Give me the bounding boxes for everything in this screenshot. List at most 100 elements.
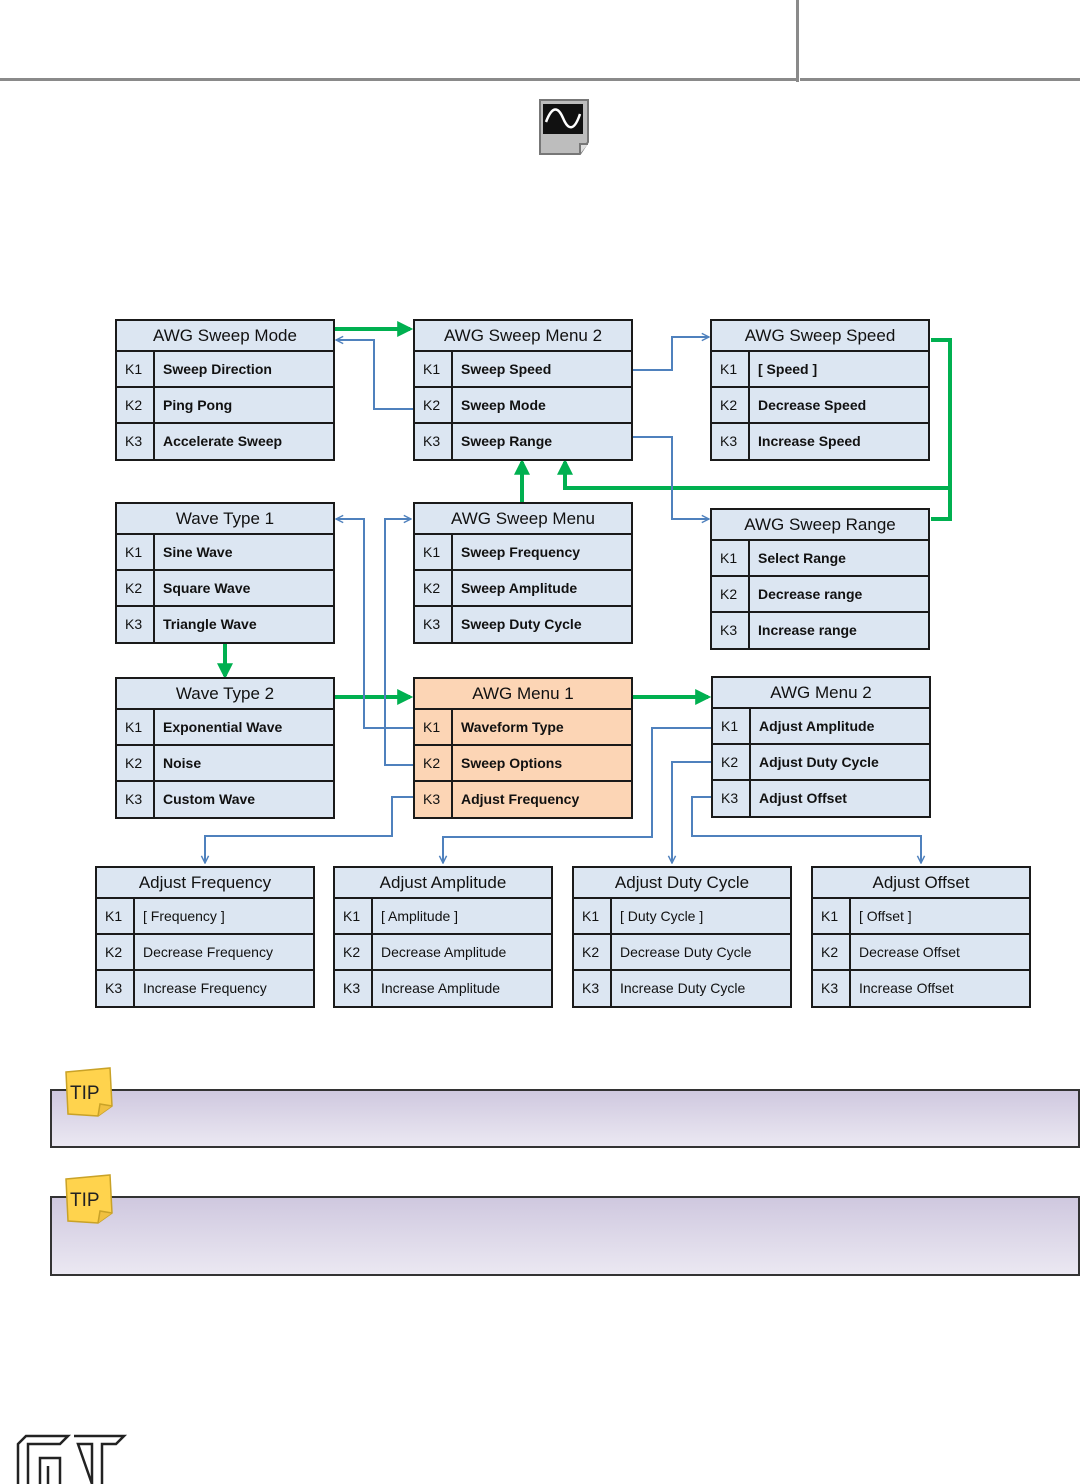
header-rule-right bbox=[800, 78, 1080, 81]
key-function: Increase Amplitude bbox=[381, 980, 501, 996]
key-row: K1 Exponential Wave bbox=[117, 710, 333, 746]
key-function: Sweep Options bbox=[461, 755, 563, 771]
key-function: [ Speed ] bbox=[758, 361, 818, 377]
menu-title: AWG Sweep Range bbox=[712, 510, 928, 541]
key-label: K3 bbox=[712, 613, 750, 649]
key-label: K3 bbox=[335, 971, 373, 1007]
key-function: Increase Speed bbox=[758, 433, 861, 449]
menu-title: AWG Sweep Menu bbox=[415, 504, 631, 535]
menu-title: AWG Sweep Mode bbox=[117, 321, 333, 352]
key-function: Increase range bbox=[758, 622, 857, 638]
tip-text: TIP bbox=[70, 1083, 100, 1104]
key-function: Sweep Amplitude bbox=[461, 580, 578, 596]
key-label: K3 bbox=[117, 607, 155, 643]
link-menu2-k1-to-speed bbox=[633, 337, 709, 371]
key-function: Adjust Frequency bbox=[461, 791, 580, 807]
key-label: K1 bbox=[117, 352, 155, 386]
key-label: K1 bbox=[712, 541, 750, 575]
link-menu2-k3-to-range bbox=[633, 436, 709, 519]
key-label: K3 bbox=[117, 782, 155, 818]
key-function: Decrease range bbox=[758, 586, 863, 602]
tip-icon: TIP bbox=[65, 1067, 113, 1117]
key-label: K1 bbox=[415, 710, 453, 744]
key-row: K1[ Frequency ] bbox=[97, 899, 313, 935]
key-function: Exponential Wave bbox=[163, 719, 283, 735]
key-function: Adjust Duty Cycle bbox=[759, 754, 879, 770]
waveform-screen-icon bbox=[539, 99, 589, 155]
key-label: K2 bbox=[712, 577, 750, 611]
key-function: Decrease Duty Cycle bbox=[620, 944, 752, 960]
menu-title: Adjust Amplitude bbox=[335, 868, 551, 899]
connector-layer bbox=[0, 321, 952, 1050]
link-awgmenu2-k2-to-adjduty bbox=[672, 761, 711, 863]
key-function: Increase Duty Cycle bbox=[620, 980, 746, 996]
key-label: K3 bbox=[574, 971, 612, 1007]
link-awgmenu1-k2-to-sweepmenu bbox=[384, 519, 413, 766]
menu-title: AWG Menu 2 bbox=[713, 678, 929, 709]
key-function: Adjust Offset bbox=[759, 790, 847, 806]
key-function: Select Range bbox=[758, 550, 846, 566]
key-label: K1 bbox=[335, 899, 373, 933]
gw-logo bbox=[16, 1434, 128, 1484]
tip-box-2 bbox=[50, 1196, 1080, 1276]
key-function: Accelerate Sweep bbox=[163, 433, 283, 449]
key-label: K1 bbox=[712, 352, 750, 386]
key-label: K2 bbox=[97, 935, 135, 969]
menu-title: Adjust Frequency bbox=[97, 868, 313, 899]
key-label: K2 bbox=[712, 388, 750, 422]
tip-icon: TIP bbox=[65, 1174, 113, 1224]
key-function: Decrease Frequency bbox=[143, 944, 273, 960]
tip-text: TIP bbox=[70, 1190, 100, 1211]
menu-title: AWG Sweep Menu 2 bbox=[415, 321, 631, 352]
menu-awg-sweep-range: AWG Sweep Range K1 Select Range K2 Decreas… bbox=[710, 508, 930, 650]
key-row: K2 Decrease Frequency bbox=[97, 935, 313, 971]
key-row: K1[ Offset ] bbox=[813, 899, 1029, 935]
key-function: [ Offset ] bbox=[859, 908, 912, 924]
key-label: K3 bbox=[415, 424, 453, 460]
key-function: Custom Wave bbox=[163, 791, 256, 807]
key-row: K2 Decrease range bbox=[712, 577, 928, 613]
flow-arrow-speed-range-return bbox=[565, 338, 952, 521]
key-function: Sweep Frequency bbox=[461, 544, 581, 560]
key-label: K3 bbox=[415, 607, 453, 643]
key-row: K1 [ Speed ] bbox=[712, 352, 928, 388]
key-function: Sine Wave bbox=[163, 544, 233, 560]
link-awgmenu1-k1-to-wavetype1 bbox=[336, 519, 413, 729]
link-menu2-k2-to-sweepmode bbox=[336, 340, 413, 410]
key-label: K1 bbox=[97, 899, 135, 933]
key-row: K1 [ Amplitude ] bbox=[335, 899, 551, 935]
key-row: K1 [ Duty Cycle ] bbox=[574, 899, 790, 935]
link-awgmenu2-k3-to-adjoffset bbox=[691, 796, 921, 863]
key-function: Decrease Offset bbox=[859, 944, 960, 960]
key-row: K1 Select Range bbox=[712, 541, 928, 577]
key-label: K1 bbox=[574, 899, 612, 933]
key-function: [ Duty Cycle ] bbox=[620, 908, 704, 924]
key-label: K3 bbox=[97, 971, 135, 1007]
key-function: [ Amplitude ] bbox=[381, 908, 459, 924]
key-label: K2 bbox=[335, 935, 373, 969]
key-label: K1 bbox=[117, 710, 155, 744]
menu-title: Adjust Offset bbox=[813, 868, 1029, 899]
tip-box-1 bbox=[50, 1089, 1080, 1148]
key-label: K3 bbox=[117, 424, 155, 460]
key-label: K2 bbox=[713, 745, 751, 779]
